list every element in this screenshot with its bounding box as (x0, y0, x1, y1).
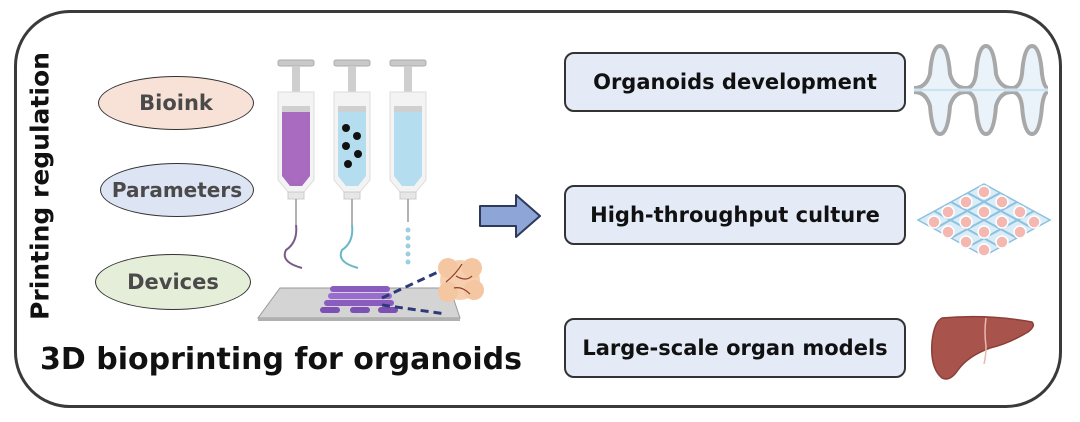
syringe-droplets-icon (389, 59, 427, 265)
liver-icon (928, 312, 1038, 384)
syringe-purple-icon (277, 59, 315, 269)
devices-ellipse: Devices (95, 254, 251, 310)
high-throughput-culture-box: High-throughput culture (564, 185, 906, 245)
syringe-cells-icon (333, 59, 371, 269)
bioprinting-illustration (250, 50, 500, 330)
organoid-icon (438, 258, 484, 302)
printing-bed-icon (257, 286, 461, 321)
intestinal-crypt-icon (910, 38, 1050, 142)
organoids-development-box: Organoids development (564, 52, 906, 112)
organoid-array-icon (914, 178, 1054, 262)
large-scale-organ-models-box: Large-scale organ models (564, 318, 906, 378)
parameters-ellipse: Parameters (100, 163, 254, 217)
arrow-right-icon (478, 192, 544, 240)
main-title: 3D bioprinting for organoids (40, 342, 523, 377)
printing-regulation-label: Printing regulation (25, 52, 55, 320)
bioink-ellipse: Bioink (98, 76, 254, 130)
